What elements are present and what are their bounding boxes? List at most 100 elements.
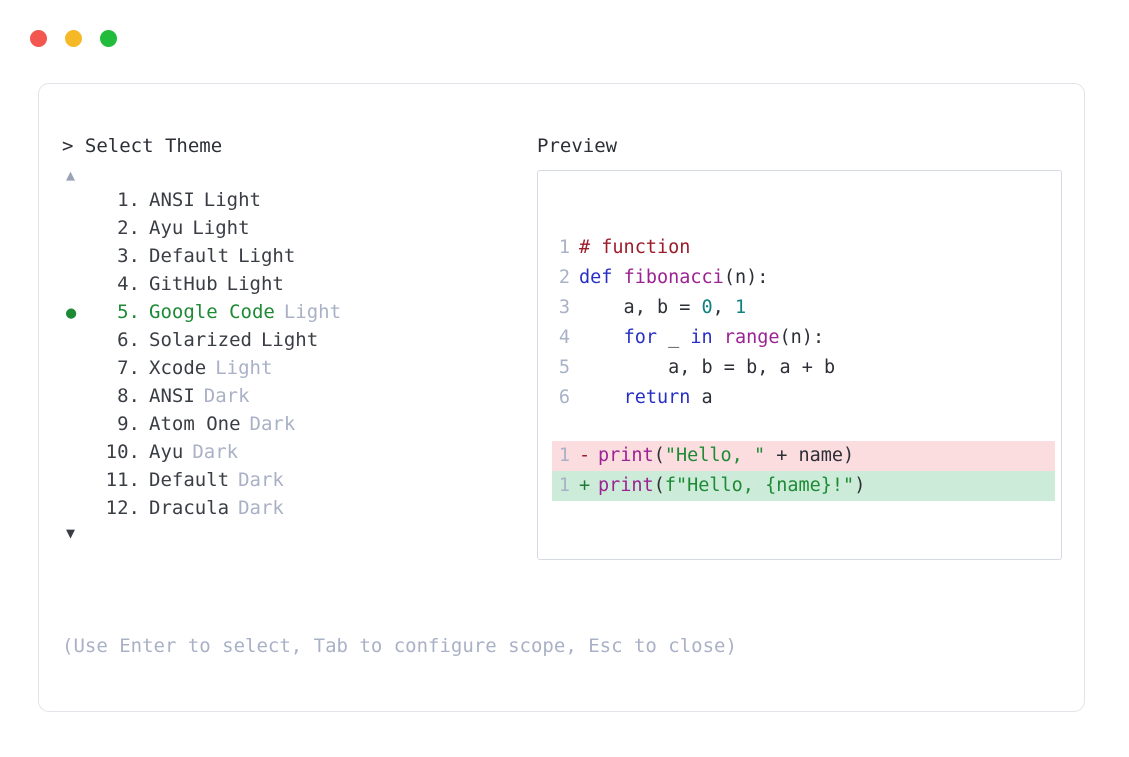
prompt-header: > Select Theme [62,132,222,160]
code-token: 1 [734,297,747,318]
theme-item-variant: Light [260,329,319,351]
code-token: range [723,327,780,348]
minimize-window-button[interactable] [65,30,82,47]
code-token: a, b = [579,297,702,318]
theme-item-number: 3. [117,245,140,267]
theme-item-variant: Dark [249,413,296,435]
code-token: a, b = b, a + b [579,357,836,378]
line-number: 1 [558,475,570,496]
line-number: 4 [558,327,570,348]
window-controls [30,30,117,47]
code-line-text: a, b = 0, 1 [579,293,747,323]
theme-list-item[interactable]: 4. GitHub Light [62,270,522,298]
diff-sign: - [579,445,591,466]
code-line: 6 return a [552,383,1055,413]
line-number: 2 [558,267,570,288]
code-token: fibonacci [623,267,724,288]
code-token: "Hello, " [664,445,766,466]
preview-header: Preview [537,135,618,157]
diff-line-add: 1 + print(f"Hello, {name}!") [552,471,1055,501]
code-preview-panel: 1# function 2 def fibonacci(n): 3 a, b = 0,… [537,170,1062,560]
theme-item-variant: Light [238,245,296,267]
line-number: 3 [558,297,570,318]
theme-list-item[interactable]: 11. Default Dark [62,466,522,494]
code-token: ) [854,475,866,496]
scroll-down-arrow-icon[interactable]: ▼ [66,524,76,542]
theme-item-number: 11. [105,469,140,491]
theme-item-number: 10. [105,441,140,463]
line-number: 1 [558,237,570,258]
theme-item-number: 5. [117,301,140,323]
theme-item-variant: Dark [238,469,284,491]
code-token: _ [656,327,691,348]
code-token [579,387,624,408]
theme-item-name: Atom One [149,413,241,435]
selected-bullet-icon: ● [66,303,77,323]
code-token: print [598,475,654,496]
code-token: f"Hello, {name}!" [664,475,855,496]
prompt-marker: > [62,135,74,157]
code-token: for [623,327,657,348]
code-line-text: print(f"Hello, {name}!") [598,471,865,501]
theme-list-item[interactable]: 2. Ayu Light [62,214,522,242]
code-token: ( [653,475,665,496]
theme-item-name: Ayu [149,217,184,239]
theme-item-name: Google Code [149,301,275,323]
code-token [579,327,624,348]
diff-line-del: 1-print("Hello, " + name) [552,441,1055,471]
code-token: , [712,297,735,318]
code-line: 2 def fibonacci(n): [552,263,1055,293]
theme-item-number: 7. [117,357,140,379]
code-line-text: a, b = b, a + b [579,353,835,383]
theme-item-number: 6. [117,329,140,351]
code-spacer [552,413,1055,441]
theme-list-item[interactable]: 9. Atom One Dark [62,410,522,438]
theme-item-variant: Light [283,301,342,323]
theme-item-variant: Light [226,273,284,295]
code-token: in [690,327,713,348]
keyboard-hint: (Use Enter to select, Tab to configure s… [62,635,737,657]
theme-item-number: 12. [105,497,140,519]
maximize-window-button[interactable] [100,30,117,47]
theme-item-variant: Light [203,189,261,211]
code-line: 4 for _ in range(n): [552,323,1055,353]
code-line: 1# function [552,233,1055,263]
line-number: 5 [558,357,570,378]
code-token: return [623,387,691,408]
scroll-up-arrow-icon[interactable]: ▲ [66,166,76,184]
code-line-text: def fibonacci(n): [579,263,768,293]
theme-list-item[interactable]: ● 5. Google Code Light [62,298,522,326]
diff-sign: + [579,475,591,496]
code-token: a [690,387,713,408]
page-title: Select Theme [84,135,223,157]
theme-list-item[interactable]: 6. Solarized Light [62,326,522,354]
line-number: 1 [558,445,570,466]
theme-item-name: Solarized [149,329,252,351]
code-token: + name) [765,445,855,466]
code-token: ( [653,445,665,466]
theme-item-number: 9. [117,413,140,435]
theme-item-name: Dracula [149,497,230,519]
code-token: (n): [723,267,769,288]
code-token: print [598,445,654,466]
code-token [713,327,724,348]
theme-item-name: GitHub [149,273,218,295]
code-line-text: return a [579,383,713,413]
code-token: 0 [701,297,713,318]
theme-item-variant: Light [192,217,250,239]
theme-item-name: Default [149,469,230,491]
line-number: 6 [558,387,570,408]
theme-item-number: 4. [117,273,140,295]
code-block: 1# function 2 def fibonacci(n): 3 a, b = 0,… [552,233,1055,501]
theme-item-name: ANSI [149,189,195,211]
theme-item-number: 8. [117,385,140,407]
theme-item-number: 2. [117,217,140,239]
close-window-button[interactable] [30,30,47,47]
